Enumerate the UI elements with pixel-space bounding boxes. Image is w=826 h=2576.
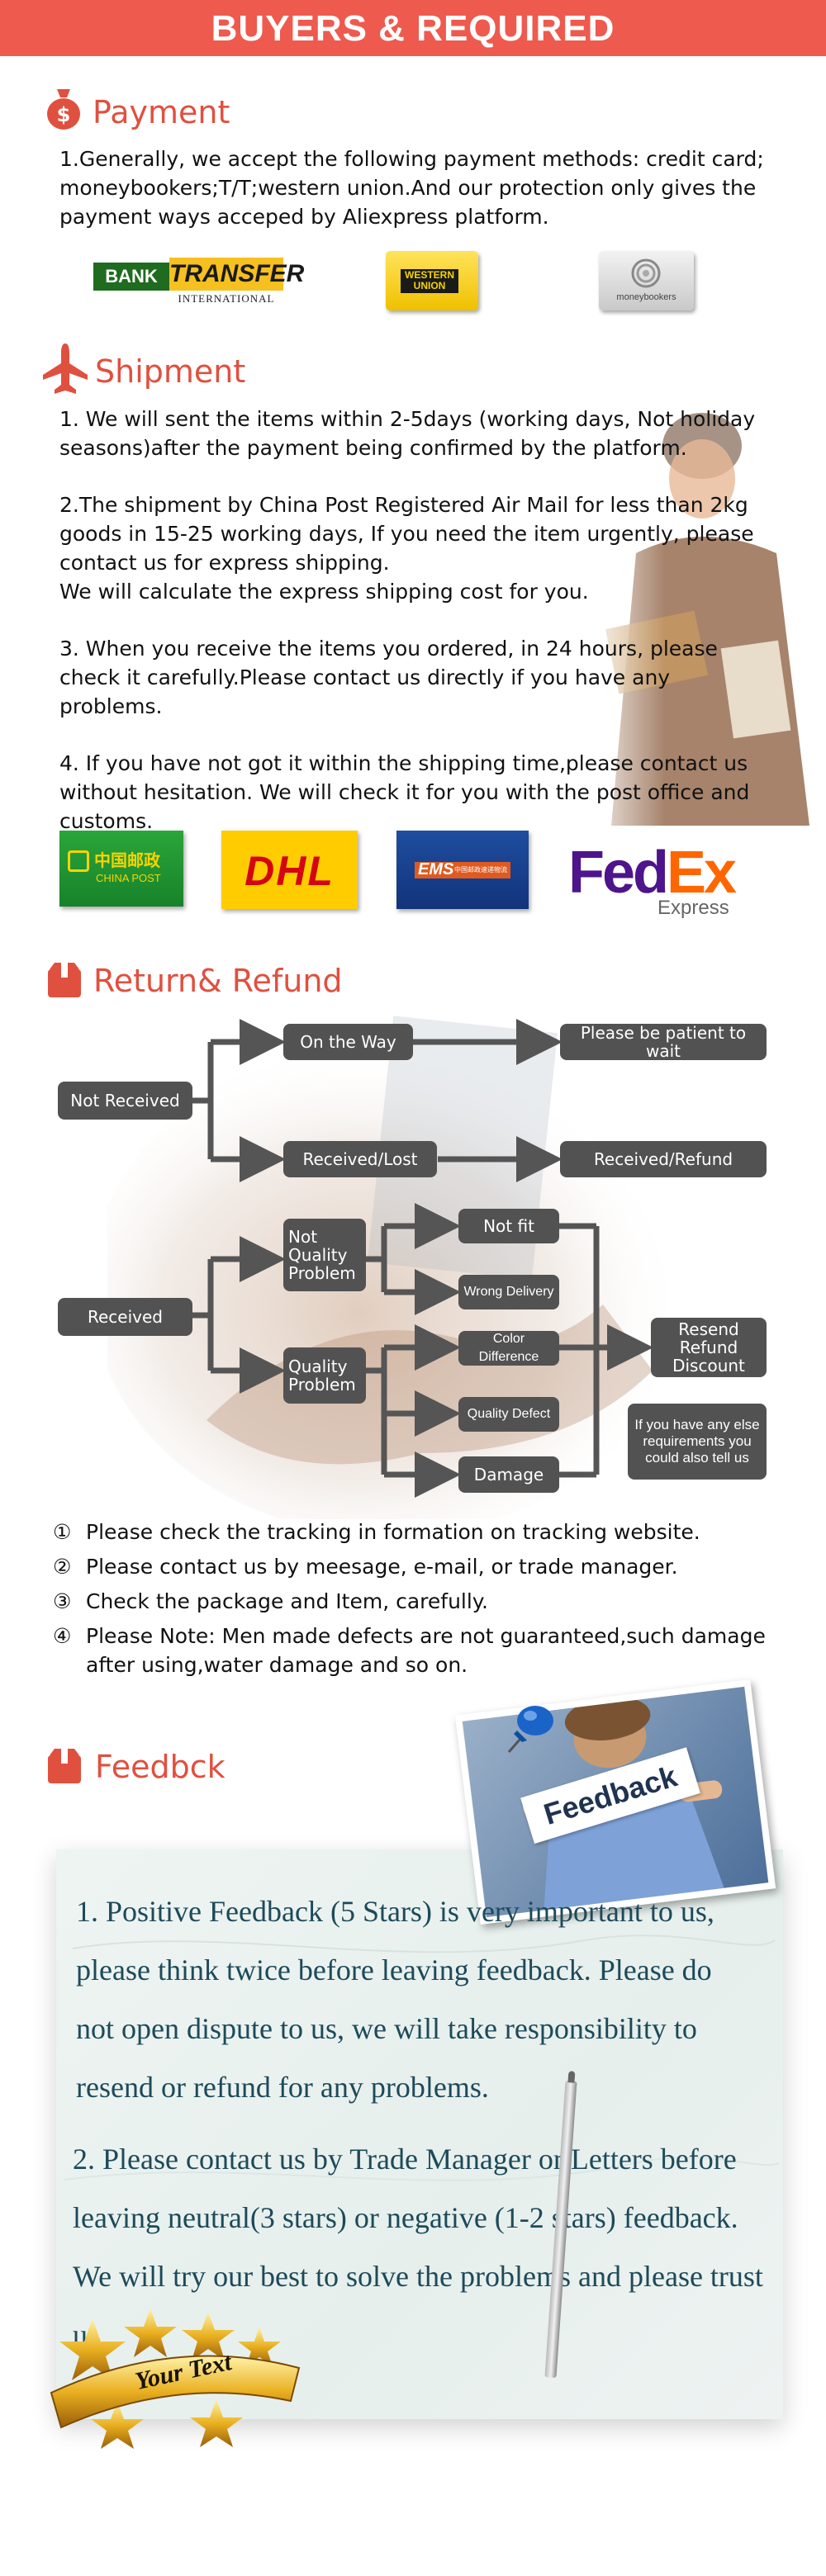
feedback-point-1: 1. Positive Feedback (5 Stars) is very i… [76,1895,714,2104]
flow-be-patient: Please be patient to wait [560,1024,767,1060]
flow-received-lost: Received/Lost [283,1141,437,1177]
shipment-title: Shipment [95,353,246,390]
ems-logo: EMS 中国邮政速递物流 [396,831,529,909]
flow-resend-refund-discount: Resend Refund Discount [651,1318,767,1377]
flow-color-difference: Color Difference [458,1331,559,1366]
flow-not-quality-problem: Not Quality Problem [283,1219,366,1291]
payment-title: Payment [93,94,230,130]
flow-quality-defect: Quality Defect [458,1397,559,1432]
shipment-point-1: 1. We will sent the items within 2-5days… [59,407,756,460]
page-banner: BUYERS & REQUIRED [0,0,826,56]
china-post-logo: 中国邮政 CHINA POST [59,831,183,907]
airplane-icon [41,342,89,400]
shipment-point-2: 2.The shipment by China Post Registered … [59,493,754,604]
flow-received-refund: Received/Refund [560,1141,767,1177]
fedex-logo: FedEx Express [568,840,737,919]
flow-not-received: Not Received [58,1082,192,1120]
moneybookers-logo: moneybookers [599,251,694,310]
gold-star-badge: Your Text [43,2302,307,2451]
flow-else-requirements: If you have any else requirements you co… [628,1404,767,1480]
shipment-text: 1. We will sent the items within 2-5days… [59,405,770,864]
box-icon-refund [46,961,83,1002]
flow-received: Received [58,1298,192,1336]
shipment-point-3: 3. When you receive the items you ordere… [59,637,718,718]
money-bag-icon: $ [46,86,81,134]
feedback-paper [56,1849,783,2419]
dhl-logo: DHL [221,831,358,909]
push-pin-icon [506,1701,557,1757]
feedback-point-2: 2. Please contact us by Trade Manager or… [73,2143,763,2351]
feedback-title: Feedbck [95,1749,225,1785]
svg-text:$: $ [57,103,71,126]
bank-transfer-logo: BANK TRANSFER INTERNATIONAL [93,256,304,307]
refund-flow-connectors [192,1019,653,1498]
flow-wrong-delivery: Wrong Delivery [458,1275,559,1309]
delivery-man-illustration [578,396,826,826]
payment-text: 1.Generally, we accept the following pay… [59,147,764,229]
flow-not-fit: Not fit [458,1209,559,1243]
flow-damage: Damage [458,1456,559,1493]
flow-on-the-way: On the Way [283,1024,413,1060]
feedback-photo: Feedback [454,1679,776,1925]
shipment-point-4: 4. If you have not got it within the shi… [59,751,750,833]
flow-quality-problem: Quality Problem [283,1347,366,1404]
box-icon-feedback [46,1747,83,1788]
refund-title: Return& Refund [93,963,343,999]
